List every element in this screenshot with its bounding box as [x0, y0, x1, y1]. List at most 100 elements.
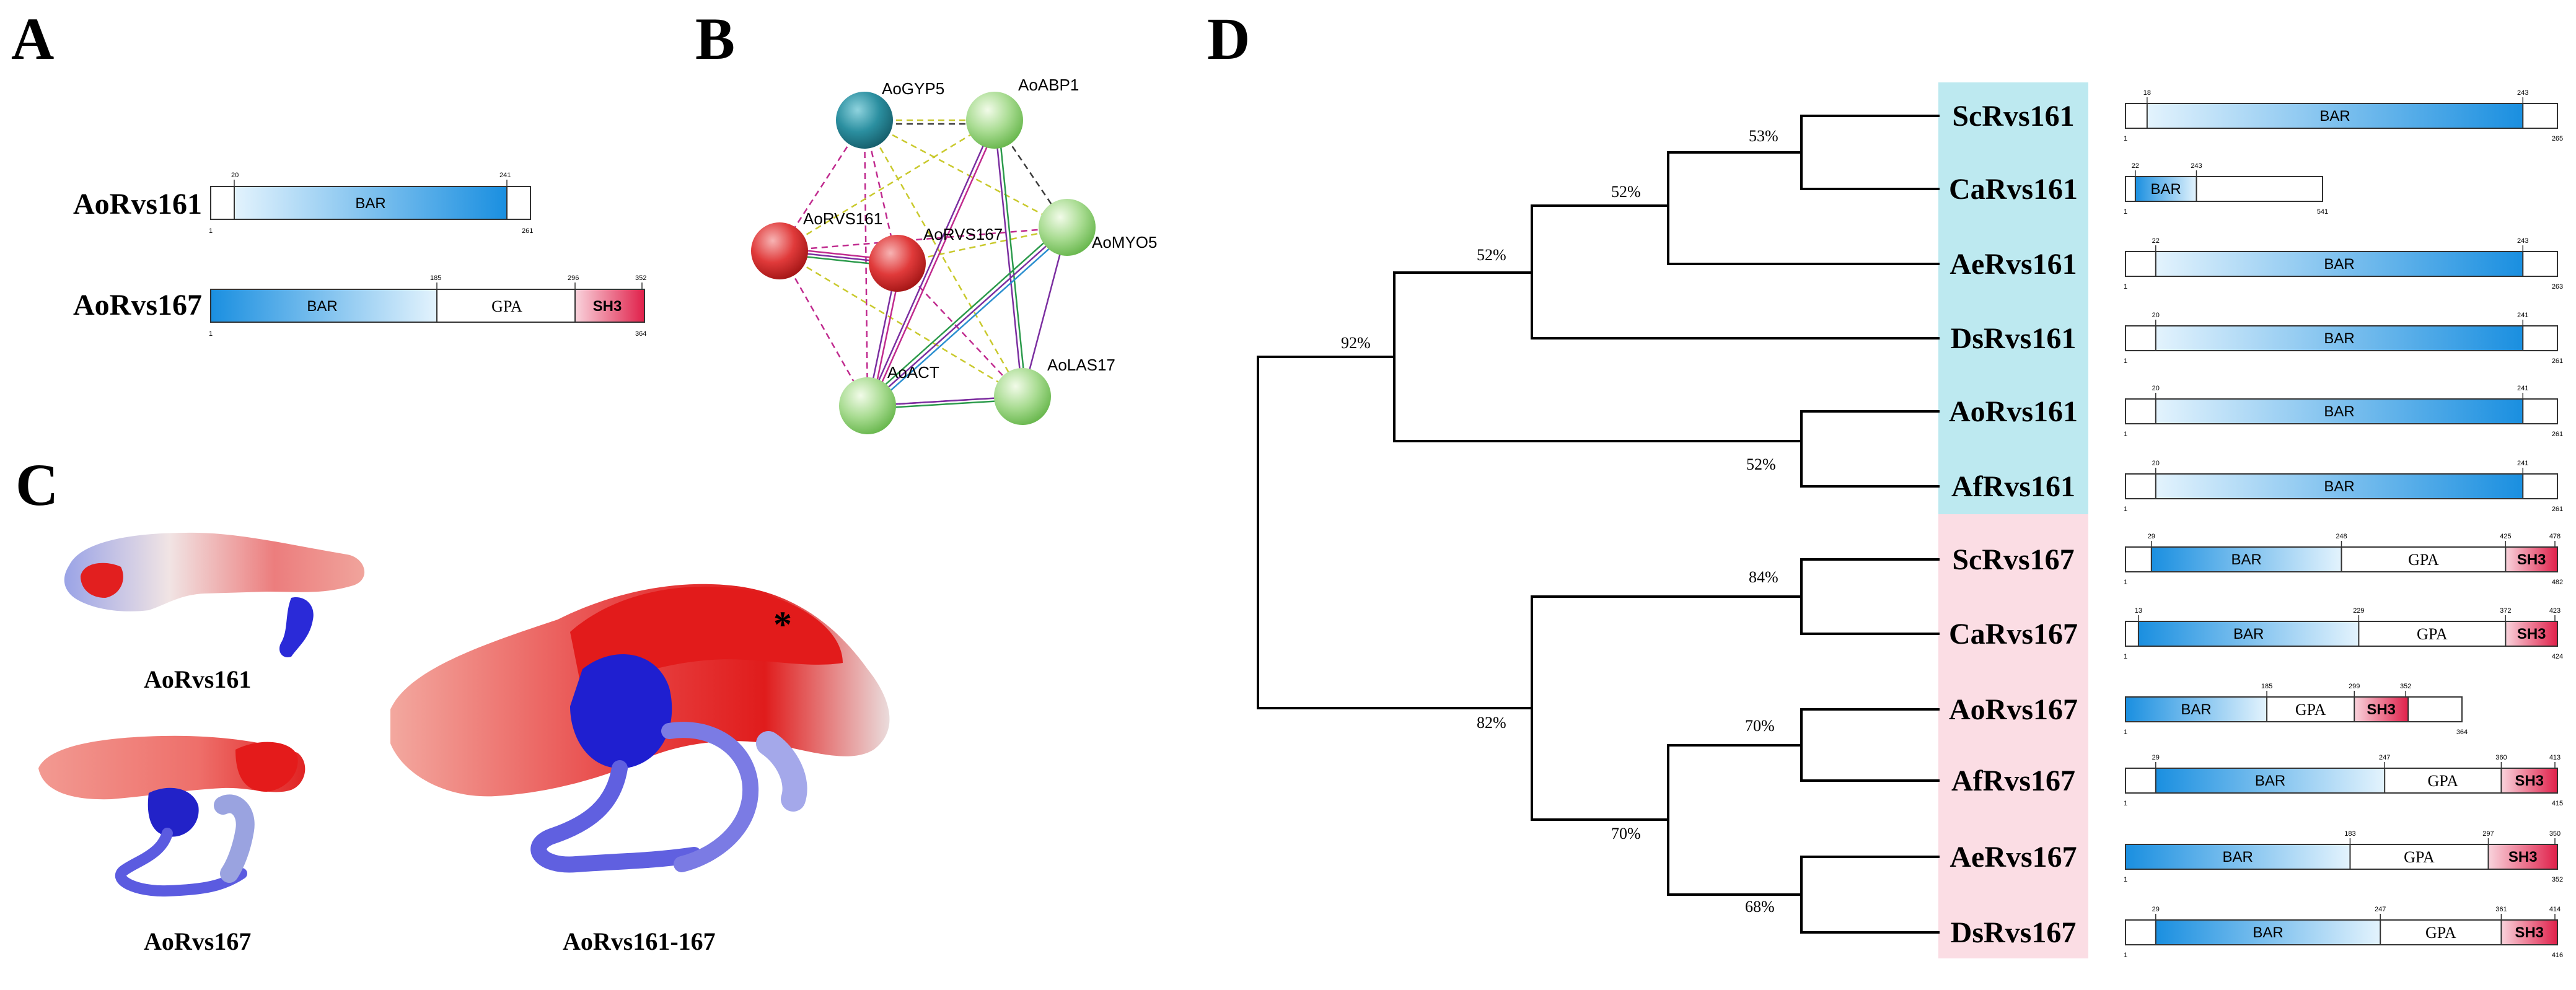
sh3-domain	[2487, 844, 2558, 870]
position-label: 29	[2148, 533, 2155, 540]
position-label: 20	[231, 172, 239, 179]
node-circle	[839, 377, 896, 434]
position-label: 261	[2552, 506, 2563, 513]
position-label: 1	[2124, 283, 2127, 291]
bootstrap-value: 52%	[1611, 183, 1641, 201]
sh3-domain	[574, 289, 645, 323]
position-label: 297	[2482, 830, 2494, 838]
node-label: AoLAS17	[1047, 356, 1115, 374]
bar-domain	[2155, 919, 2381, 945]
position-label: 360	[2495, 754, 2507, 761]
domain-label: BAR	[2253, 924, 2283, 941]
protein-name: AoRvs161	[1949, 395, 2078, 428]
bar-domain	[2155, 768, 2386, 794]
position-label: 261	[2552, 357, 2563, 365]
rvs161-background	[1938, 82, 2088, 514]
position-label: 241	[499, 172, 511, 179]
position-label: 1	[209, 227, 213, 235]
node-circle	[751, 222, 808, 279]
structure-aorvs161-167: * AoRvs161-167	[390, 584, 890, 955]
bar-domain	[2155, 251, 2524, 277]
position-label: 1	[2124, 357, 2127, 365]
position-label: 1	[2124, 208, 2127, 216]
bootstrap-values: 53% 52% 52% 92% 52% 84% 82% 70% 70% 68%	[1341, 127, 1778, 916]
position-label: 1	[2124, 876, 2127, 883]
phylogenetic-tree	[1257, 115, 1940, 934]
bar-domain	[2137, 621, 2360, 647]
protein-name: AoRvs161	[73, 188, 202, 221]
position-label: 364	[2456, 729, 2468, 736]
domain-label: GPA	[491, 297, 522, 315]
bar-domain	[234, 186, 508, 220]
node-label: AoACT	[887, 363, 939, 382]
position-label: 414	[2549, 906, 2561, 913]
structure-aorvs161: AoRvs161	[64, 532, 365, 693]
node-circle	[1039, 199, 1096, 256]
position-label: 20	[2152, 385, 2160, 392]
position-label: 1	[2124, 431, 2127, 438]
position-label: 263	[2552, 283, 2563, 291]
bootstrap-value: 70%	[1745, 717, 1775, 735]
position-label: 299	[2349, 683, 2360, 690]
panel-b: AoGYP5 AoABP1 AoMYO5 AoRVS161 AoRVS167 A…	[751, 76, 1158, 434]
structure-aorvs167: AoRvs167	[38, 735, 306, 955]
position-label: 241	[2517, 385, 2528, 392]
structure-label: AoRvs161	[144, 665, 251, 693]
protein-name: AfRvs161	[1951, 470, 2075, 503]
node-circle	[994, 368, 1051, 425]
position-label: 241	[2517, 460, 2528, 467]
position-label: 424	[2552, 653, 2563, 660]
position-label: 29	[2152, 906, 2160, 913]
sh3-domain	[2500, 919, 2558, 945]
position-label: 185	[2261, 683, 2272, 690]
bootstrap-value: 84%	[1749, 568, 1778, 586]
protein-name: AoRvs167	[73, 289, 202, 322]
position-label: 1	[2124, 729, 2127, 736]
domain-label: GPA	[2417, 625, 2448, 643]
position-label: 20	[2152, 312, 2160, 319]
domain-label: BAR	[2181, 701, 2211, 718]
bootstrap-value: 68%	[1745, 898, 1775, 916]
domain-label: GPA	[2408, 551, 2439, 569]
protein-name: CaRvs161	[1949, 173, 2078, 206]
panel-letter-d: D	[1207, 6, 1250, 72]
bar-domain	[210, 289, 437, 323]
position-label: 13	[2135, 607, 2142, 615]
domain-label: BAR	[2231, 551, 2261, 568]
domain-label: BAR	[2223, 849, 2253, 865]
sh3-domain	[2505, 546, 2559, 572]
domain-label: BAR	[2324, 256, 2354, 273]
protein-name: DsRvs167	[1951, 916, 2077, 949]
position-label: 361	[2495, 906, 2507, 913]
sh3-domain	[2500, 768, 2558, 794]
position-label: 416	[2552, 952, 2563, 959]
domain-label: BAR	[355, 195, 385, 212]
node-circle	[836, 92, 893, 149]
position-label: 261	[2552, 431, 2563, 438]
position-label: 1	[2124, 952, 2127, 959]
protein-name: AeRvs161	[1950, 248, 2077, 281]
node-label: AoMYO5	[1092, 233, 1158, 252]
domain-label: GPA	[2425, 924, 2456, 942]
position-label: 22	[2152, 237, 2160, 245]
protein-name: DsRvs161	[1951, 322, 2077, 355]
panel-letter-b: B	[695, 6, 735, 72]
domain-label: SH3	[2508, 849, 2538, 865]
position-label: 18	[2143, 89, 2151, 97]
position-label: 350	[2549, 830, 2561, 838]
domain-label: SH3	[2367, 701, 2396, 718]
protein-name: ScRvs161	[1952, 100, 2074, 133]
panel-c: AoRvs161 AoRvs167 * AoRvs161-167	[38, 532, 890, 955]
position-label: 478	[2549, 533, 2561, 540]
position-label: 248	[2336, 533, 2347, 540]
bar-domain	[2134, 176, 2197, 202]
protein-name: AoRvs167	[1949, 693, 2078, 726]
